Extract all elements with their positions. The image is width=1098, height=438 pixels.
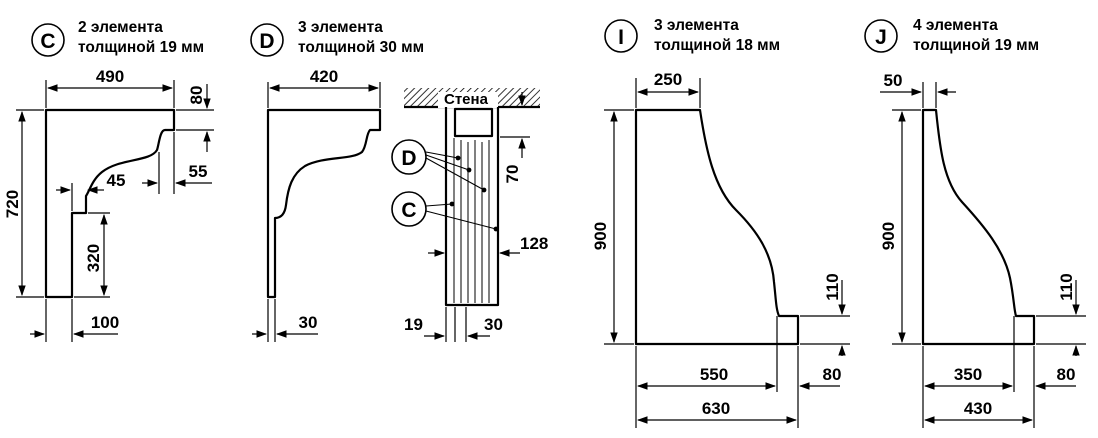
badge-i: I: [604, 19, 638, 53]
profile-d: [266, 108, 382, 299]
badge-d-letter: D: [259, 30, 274, 53]
panel-c: C 2 элемента толщиной 19 мм 490 720 80 5…: [3, 19, 214, 342]
dim-c-height: 720: [3, 190, 22, 218]
caption-i-thickness: толщиной 18 мм: [654, 37, 780, 54]
dim-side-right: 30: [484, 315, 503, 334]
profile-c: [44, 108, 176, 299]
profile-j: [921, 108, 1036, 346]
callout-d-letter: D: [401, 147, 416, 170]
profile-i: [634, 108, 800, 346]
caption-j-thickness: толщиной 19 мм: [913, 37, 1039, 54]
dim-c-base: 100: [91, 313, 119, 332]
badge-c: C: [31, 23, 65, 57]
dim-j-inner: 350: [954, 365, 982, 384]
dim-c-notch: 55: [189, 162, 208, 181]
dim-d-base: 30: [299, 313, 318, 332]
side-profile: [444, 107, 500, 307]
dim-c-step: 45: [107, 171, 126, 190]
dim-i-top: 250: [654, 70, 682, 89]
side-top-cap: [453, 107, 494, 138]
caption-c-thickness: толщиной 19 мм: [78, 39, 204, 56]
caption-i-count: 3 элемента: [654, 17, 739, 34]
panel-j: J 4 элемента толщиной 19 мм 50 900 110 3…: [864, 17, 1086, 428]
side-grain: [453, 138, 490, 303]
dim-j-total: 430: [964, 399, 992, 418]
badge-c-letter: C: [40, 30, 55, 53]
panel-d: D 3 элемента толщиной 30 мм 420 30: [250, 19, 424, 342]
side-view: Стена 70 128 19 30 D: [391, 88, 548, 342]
callout-c: C: [391, 191, 499, 232]
caption-d-count: 3 элемента: [298, 19, 383, 36]
caption-c-count: 2 элемента: [78, 19, 163, 36]
callout-d: D: [391, 139, 487, 193]
caption-j-count: 4 элемента: [913, 17, 998, 34]
dim-j-top: 50: [884, 71, 903, 90]
badge-j-letter: J: [875, 26, 887, 49]
dim-i-height: 900: [591, 222, 610, 250]
dim-i-foot: 110: [823, 273, 842, 300]
dim-i-total: 630: [702, 399, 730, 418]
dim-i-tail: 80: [823, 365, 842, 384]
dim-side-top: 70: [503, 165, 522, 184]
wall-label: Стена: [444, 91, 489, 108]
callout-c-letter: C: [401, 199, 416, 222]
dim-side-depth: 128: [520, 234, 548, 253]
dim-side-left: 19: [404, 315, 423, 334]
dim-c-width: 490: [96, 67, 124, 86]
dim-i-inner: 550: [700, 365, 728, 384]
dim-j-tail: 80: [1057, 365, 1076, 384]
dim-d-width: 420: [310, 67, 338, 86]
badge-i-letter: I: [618, 26, 624, 49]
dim-j-foot: 110: [1057, 273, 1076, 300]
badge-j: J: [864, 19, 898, 53]
dim-j-height: 900: [879, 222, 898, 250]
badge-d: D: [250, 23, 284, 57]
panel-i: I 3 элемента толщиной 18 мм 250 900 110 …: [591, 17, 850, 428]
dim-c-top: 80: [187, 86, 206, 105]
caption-d-thickness: толщиной 30 мм: [298, 39, 424, 56]
dim-c-leg: 320: [84, 244, 103, 272]
